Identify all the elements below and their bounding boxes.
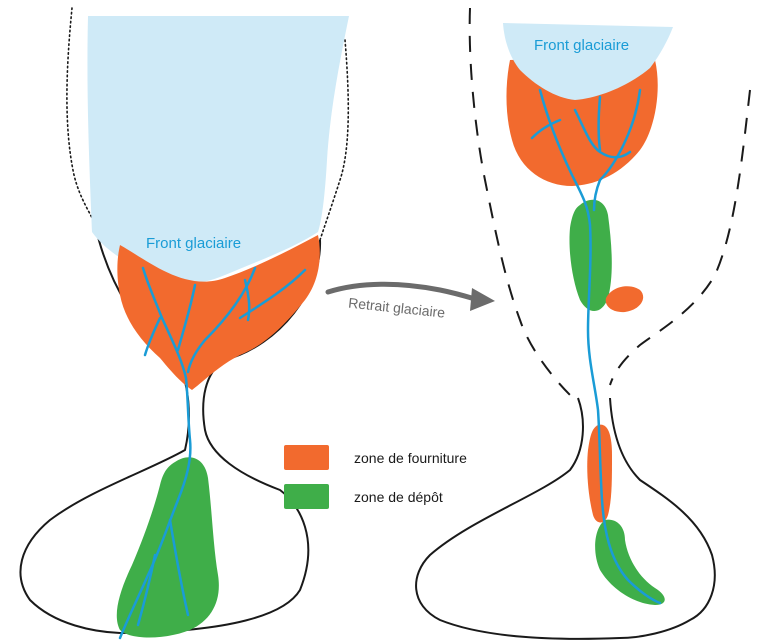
right-valley-outline-left <box>416 398 620 639</box>
legend-swatch-deposit <box>284 484 329 509</box>
right-panel: Front glaciaire <box>416 8 750 639</box>
retreat-arrow-label: Retrait glaciaire <box>347 295 446 321</box>
retreat-arrow: Retrait glaciaire <box>328 284 495 320</box>
legend-swatch-supply <box>284 445 329 470</box>
right-glacier-label: Front glaciaire <box>534 37 629 54</box>
legend: zone de fourniture zone de dépôt <box>284 445 467 509</box>
left-panel: Front glaciaire <box>20 8 349 638</box>
legend-label-supply: zone de fourniture <box>354 450 467 466</box>
legend-label-deposit: zone de dépôt <box>354 489 443 505</box>
retreat-arrow-head <box>470 288 495 311</box>
right-river-tributary-1 <box>599 97 601 150</box>
right-supply-zone-small <box>606 286 643 312</box>
left-glacier-label: Front glaciaire <box>146 235 241 252</box>
